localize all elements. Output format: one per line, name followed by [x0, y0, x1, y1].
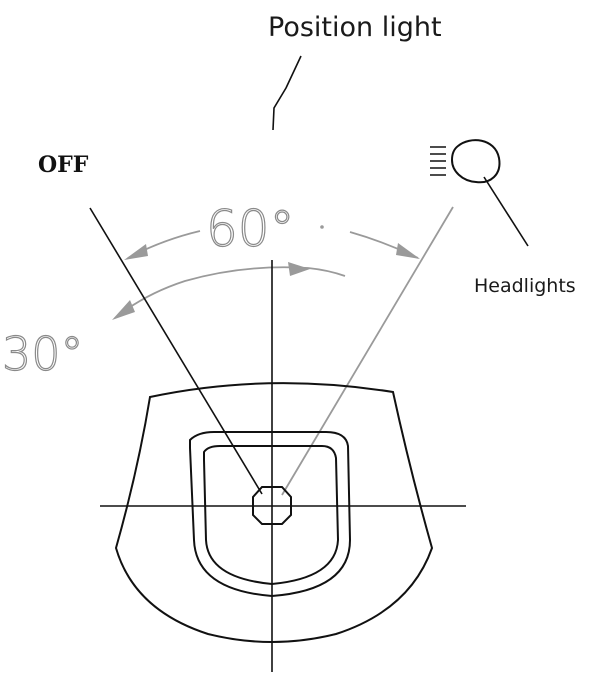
position-light-leader	[272, 55, 302, 131]
center-hub	[252, 486, 292, 525]
arc-60-left-arrow	[124, 244, 148, 260]
knob-inner-ring	[203, 445, 340, 586]
knob-outer-ring	[189, 431, 352, 598]
arc-60-right-arrow	[396, 243, 420, 259]
angle-60-tick	[320, 225, 324, 229]
angle-60-label: 60°	[206, 200, 295, 258]
arc-30-right-arrow	[288, 262, 310, 276]
arc-30	[114, 266, 346, 319]
headlights-position-ray	[281, 206, 454, 496]
position-light-label: Position light	[268, 12, 442, 43]
headlights-leader	[483, 176, 529, 247]
switch-housing-outer	[114, 382, 434, 643]
angle-30-label: 30°	[2, 327, 84, 381]
headlight-beam-icon	[430, 139, 501, 184]
arc-30-left-arrow	[112, 300, 135, 320]
off-label: OFF	[38, 152, 89, 178]
headlights-label: Headlights	[474, 275, 576, 297]
